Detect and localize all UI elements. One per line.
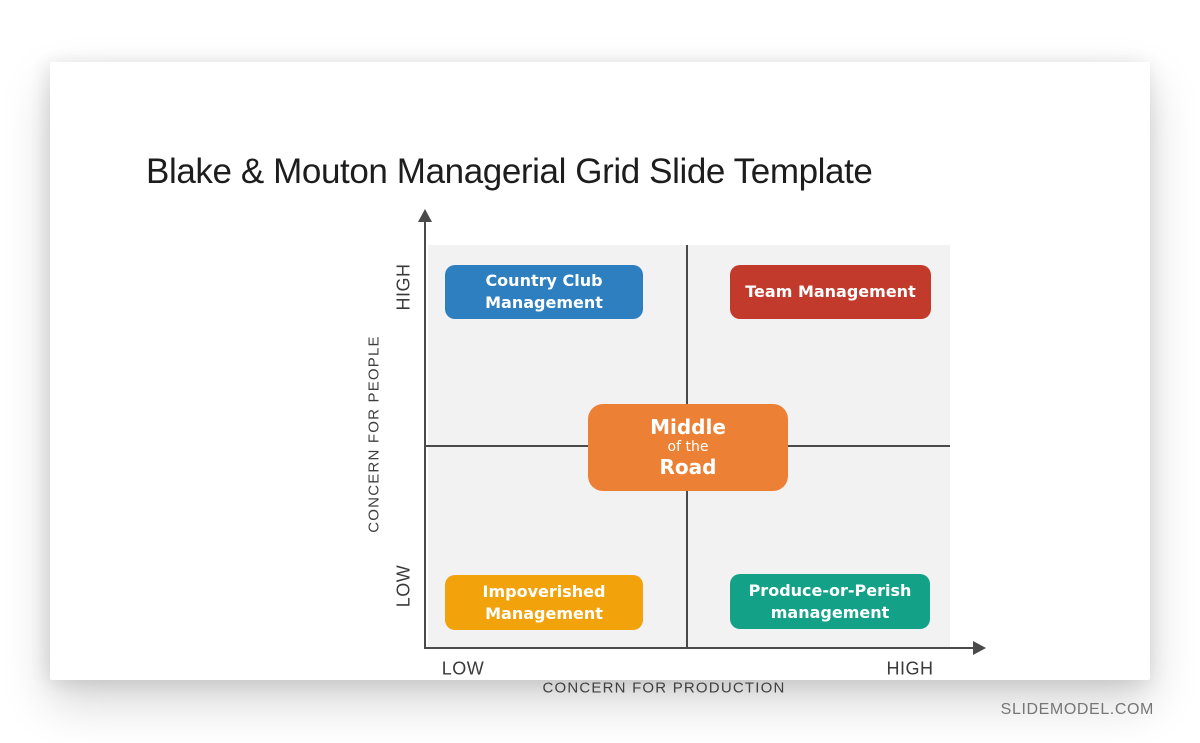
- quadrant-label-line: Management: [485, 293, 603, 312]
- quadrant-label-line: of the: [667, 439, 709, 456]
- y-axis-arrow-icon: [418, 209, 432, 222]
- quadrant-team-management: Team Management: [730, 265, 931, 319]
- y-axis-line: [424, 220, 426, 649]
- quadrant-label-line: Road: [659, 454, 717, 479]
- quadrant-label-line: Impoverished: [482, 581, 606, 601]
- quadrant-label-line: Team Management: [745, 282, 916, 302]
- x-axis-line: [424, 647, 976, 649]
- x-axis-low-tick: LOW: [441, 658, 485, 679]
- quadrant-label-line: management: [770, 602, 890, 622]
- x-axis-arrow-icon: [973, 641, 986, 655]
- quadrant-impoverished-management: Impoverished Management: [445, 575, 643, 630]
- quadrant-produce-or-perish-management: Produce-or-Perish management: [730, 574, 930, 629]
- x-axis-title: CONCERN FOR PRODUCTION: [542, 679, 786, 697]
- quadrant-middle-of-the-road: Middle of the Road: [588, 404, 788, 491]
- y-axis-high-tick: HIGH: [393, 263, 414, 311]
- x-axis-high-tick: HIGH: [886, 658, 934, 679]
- slide-title: Blake & Mouton Managerial Grid Slide Tem…: [146, 152, 873, 191]
- quadrant-label-line: Middle: [650, 415, 726, 440]
- y-axis-title: CONCERN FOR PEOPLE: [365, 335, 383, 533]
- quadrant-country-club-management: Country Club Management: [445, 265, 643, 319]
- quadrant-label-line: Country Club: [485, 271, 603, 291]
- quadrant-label-line: Management: [485, 603, 603, 623]
- slidemodel-watermark: SLIDEMODEL.COM: [1000, 701, 1154, 718]
- quadrant-label-line: Produce-or-Perish: [748, 580, 912, 600]
- y-axis-low-tick: LOW: [393, 564, 414, 608]
- slide-card: Blake & Mouton Managerial Grid Slide Tem…: [50, 62, 1150, 697]
